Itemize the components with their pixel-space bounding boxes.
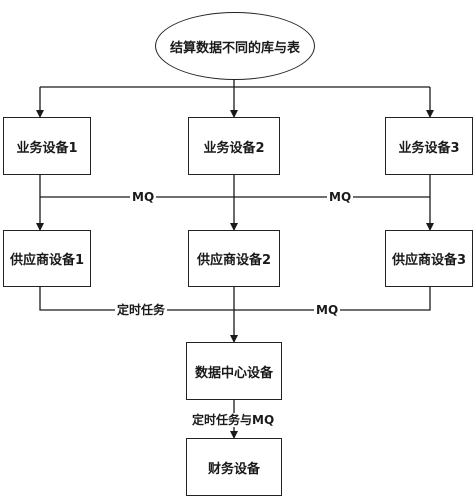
- supplier-device-3-label: 供应商设备3: [391, 253, 467, 268]
- business-device-1-label: 业务设备1: [16, 140, 78, 156]
- edge-label-scheduled-task: 定时任务: [115, 303, 168, 317]
- business-device-1: 业务设备1: [3, 117, 91, 175]
- supplier-device-2-label: 供应商设备2: [196, 253, 272, 268]
- data-center-device: 数据中心设备: [186, 342, 282, 400]
- edge-label-mq-left: MQ: [130, 190, 157, 204]
- business-device-3-label: 业务设备3: [398, 140, 460, 156]
- business-device-2-label: 业务设备2: [203, 140, 265, 156]
- root-label: 结算数据不同的库与表: [169, 40, 300, 56]
- business-device-3: 业务设备3: [385, 117, 473, 175]
- business-device-2: 业务设备2: [188, 117, 280, 175]
- edge-label-mq-lower: MQ: [314, 303, 341, 317]
- supplier-device-2: 供应商设备2: [188, 230, 280, 287]
- edge-label-scheduled-task-and-mq: 定时任务与MQ: [190, 413, 277, 427]
- edge-supplier-1-to-datacenter: [39, 287, 234, 311]
- supplier-device-1: 供应商设备1: [3, 230, 91, 287]
- finance-label: 财务设备: [207, 461, 260, 477]
- edge-label-mq-right: MQ: [327, 190, 354, 204]
- data-center-label: 数据中心设备: [194, 365, 273, 381]
- supplier-device-3: 供应商设备3: [385, 230, 473, 287]
- root-node: 结算数据不同的库与表: [155, 12, 315, 80]
- edge-supplier-3-to-datacenter: [234, 287, 431, 311]
- supplier-device-1-label: 供应商设备1: [9, 253, 85, 268]
- finance-device: 财务设备: [186, 438, 282, 496]
